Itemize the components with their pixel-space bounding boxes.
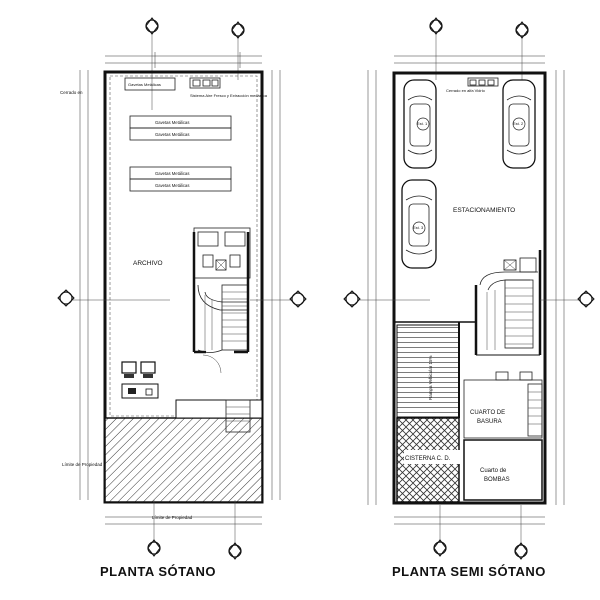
title-planta-semi-sotano: PLANTA SEMI SÓTANO bbox=[392, 564, 546, 579]
label-archivo: ARCHIVO bbox=[133, 260, 163, 267]
label-rampa: Rampa Vehicular 15% bbox=[428, 355, 433, 400]
label-cerrado: Cerrado en bbox=[60, 90, 83, 95]
label-limite-1: Límite de Propiedad bbox=[62, 462, 103, 467]
axis-marker-mid-left-2 bbox=[343, 290, 430, 308]
label-gaveta-4: Gavetas Metálicas bbox=[155, 183, 189, 188]
label-gaveta-1: Gavetas Metálicas bbox=[155, 120, 189, 125]
label-basura-1: CUARTO DE bbox=[470, 410, 505, 416]
label-gavetas-top: Gavetas Metálicas bbox=[128, 82, 161, 87]
label-est-2: Est. 2 bbox=[513, 121, 524, 126]
label-est-3: Est. 3 bbox=[413, 225, 424, 230]
label-gaveta-2: Gavetas Metálicas bbox=[155, 132, 189, 137]
axis-marker-top-a bbox=[145, 17, 159, 110]
axis-marker-mid-right bbox=[250, 290, 307, 308]
label-bombas-2: BOMBAS bbox=[484, 477, 510, 483]
label-bombas-1: Cuarto de bbox=[480, 468, 507, 474]
label-limite-2: Límite de Propiedad bbox=[152, 515, 193, 520]
axis-marker-bottom-d bbox=[514, 505, 528, 560]
axis-marker-top-d bbox=[515, 21, 529, 80]
stair-sotano bbox=[197, 284, 249, 374]
axis-marker-mid-right-2 bbox=[540, 290, 595, 308]
axis-marker-bottom-c bbox=[433, 505, 447, 557]
axis-marker-top-c bbox=[429, 17, 443, 80]
axis-marker-mid-left bbox=[57, 289, 170, 307]
title-planta-sotano: PLANTA SÓTANO bbox=[100, 564, 216, 579]
plan-sotano: Cerrado en Gavetas Metálicas Sistema Air… bbox=[57, 17, 307, 579]
label-cisterna: CISTERNA C. D. bbox=[405, 456, 451, 462]
label-gaveta-3: Gavetas Metálicas bbox=[155, 171, 189, 176]
axis-marker-top-b bbox=[231, 21, 245, 80]
axis-marker-bottom-a bbox=[147, 500, 161, 557]
label-sistema: Sistema Aire Fresco y Extracción mecánic… bbox=[190, 93, 268, 98]
label-cerrado-2: Cerrado en alfa Vidrio bbox=[446, 88, 486, 93]
stair-semi-sotano bbox=[479, 257, 538, 350]
label-basura-2: BASURA bbox=[477, 419, 502, 425]
label-est-1: Est. 1 bbox=[417, 121, 428, 126]
axis-marker-bottom-b bbox=[228, 500, 242, 560]
plan-semi-sotano: Cerrado en alfa Vidrio Est. 1 Est. 2 Est… bbox=[343, 17, 595, 579]
label-estacionamiento: ESTACIONAMIENTO bbox=[453, 207, 515, 214]
